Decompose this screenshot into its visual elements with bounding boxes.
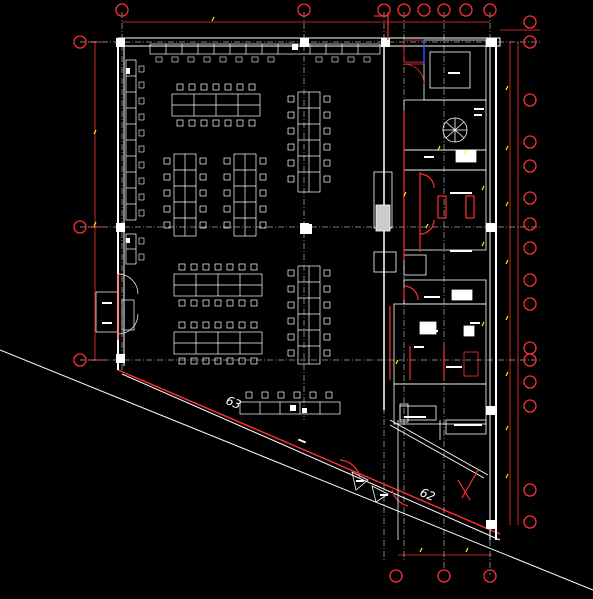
grid-bubble bbox=[523, 217, 537, 231]
grid-bubble bbox=[437, 3, 451, 17]
grid-bubble bbox=[523, 399, 537, 413]
desk-cluster-c bbox=[223, 153, 267, 237]
service-core bbox=[373, 39, 487, 425]
top-row-chairs bbox=[155, 56, 371, 63]
grid-bubble bbox=[417, 3, 431, 17]
yellow-ticks bbox=[93, 16, 509, 553]
structural-columns bbox=[116, 38, 495, 529]
chairs bbox=[138, 56, 371, 261]
desk-cluster-e bbox=[173, 263, 263, 307]
grid-bubble bbox=[523, 375, 537, 389]
grid-bubble bbox=[523, 273, 537, 287]
left-workstations bbox=[121, 59, 137, 331]
red-partitions bbox=[339, 12, 479, 507]
grid-bubble bbox=[523, 93, 537, 107]
grid-bubble bbox=[483, 569, 497, 583]
desk-cluster-f bbox=[173, 321, 263, 365]
area-label-62: 62 bbox=[418, 485, 437, 504]
grid-bubble bbox=[523, 159, 537, 173]
grid-bubble bbox=[73, 35, 87, 49]
grid-bubble bbox=[459, 3, 473, 17]
grid-bubble bbox=[523, 515, 537, 529]
area-label-63: 63 bbox=[224, 393, 243, 412]
room-tags bbox=[102, 44, 484, 496]
diagonal-workstations bbox=[239, 391, 341, 415]
grid-bubbles bbox=[73, 3, 537, 583]
grid-bubble bbox=[297, 3, 311, 17]
site-boundary bbox=[0, 349, 593, 591]
grid-bubble bbox=[523, 341, 537, 355]
grid-bubble bbox=[115, 3, 129, 17]
grid-bubble bbox=[483, 3, 497, 17]
left-wall-chairs bbox=[138, 65, 145, 261]
grid-bubble bbox=[389, 569, 403, 583]
desk-cluster-a bbox=[171, 83, 261, 127]
grid-bubble bbox=[523, 241, 537, 255]
grid-bubble bbox=[397, 3, 411, 17]
grid-bubble bbox=[523, 191, 537, 205]
grid-bubble bbox=[523, 35, 537, 49]
top-workstations bbox=[149, 43, 381, 55]
grid-bubble bbox=[523, 135, 537, 149]
grid-bubble bbox=[523, 483, 537, 497]
grid-bubble bbox=[73, 353, 87, 367]
grid-bubble bbox=[437, 569, 451, 583]
desk-cluster-d bbox=[287, 91, 331, 193]
grid-bubble bbox=[523, 15, 537, 29]
entry-doors bbox=[95, 273, 139, 340]
desk-cluster-b bbox=[163, 153, 207, 237]
lower-wing bbox=[351, 405, 487, 540]
grid-bubble bbox=[73, 220, 87, 234]
desk-cluster-g bbox=[287, 265, 331, 365]
grid-bubble bbox=[377, 3, 391, 17]
grid-bubble bbox=[523, 353, 537, 367]
grid-bubble bbox=[523, 297, 537, 311]
dimension-lines bbox=[88, 21, 540, 556]
